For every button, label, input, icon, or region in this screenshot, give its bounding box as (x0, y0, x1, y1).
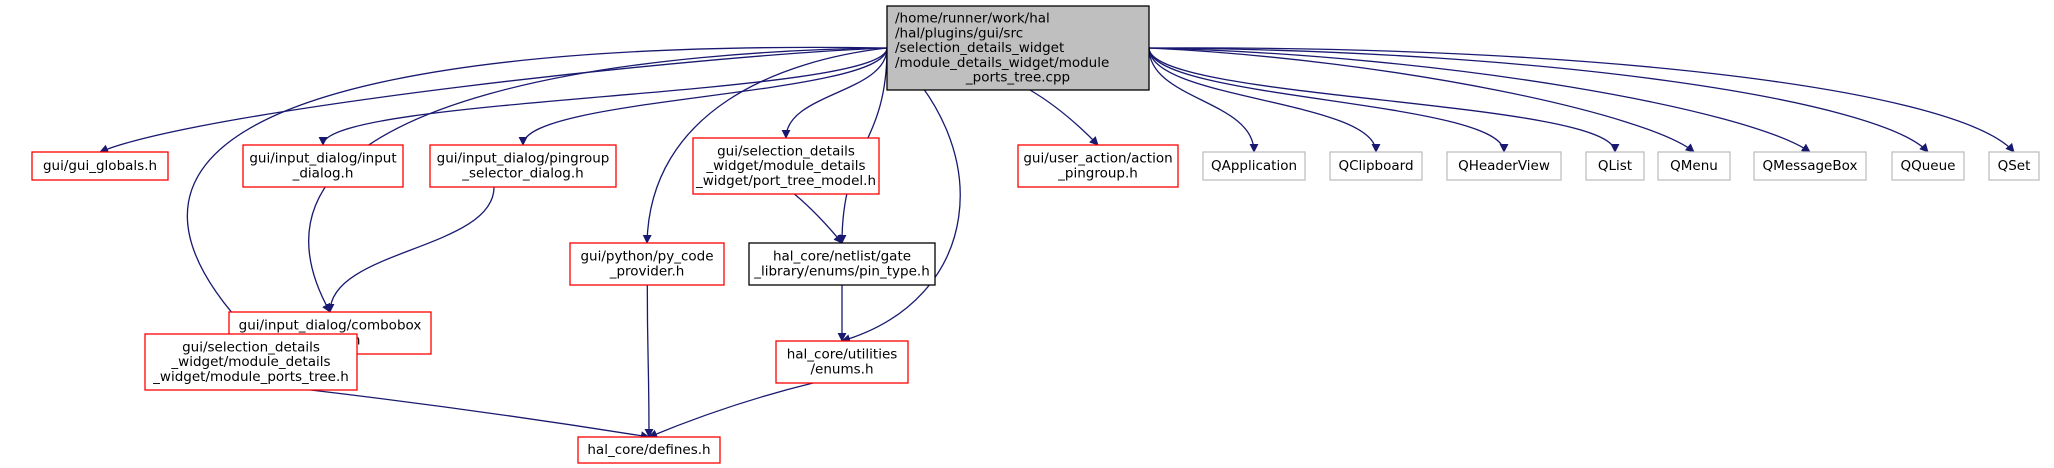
node-label-line: gui/selection_details (182, 339, 320, 355)
edge-root-to-input_dialog (318, 47, 888, 146)
edges-layer (99, 46, 2015, 441)
node-box (1017, 144, 1179, 188)
node-label-line: _provider.h (609, 264, 685, 280)
edge-root-to-port_tree_model (781, 47, 888, 139)
node-gui-globals[interactable]: gui/gui_globals.h (31, 151, 169, 181)
edge-py_code_provider-to-defines (644, 284, 654, 438)
node-label-line: hal_core/utilities (787, 347, 898, 363)
node-label-line: QClipboard (1338, 158, 1413, 174)
node-label-line: _ports_tree.cpp (965, 70, 1070, 86)
node-label-line: QList (1598, 158, 1632, 174)
node-label-line: /module_details_widget/module (895, 55, 1109, 71)
edge-root-to-module_ports_tree_h (186, 46, 888, 335)
node-box (429, 144, 617, 188)
node-qmessagebox[interactable]: QMessageBox (1753, 151, 1867, 181)
node-box (748, 242, 936, 286)
node-label-line: /enums.h (811, 362, 874, 378)
node-label-line: QSet (1998, 158, 2031, 174)
node-pin-type[interactable]: hal_core/netlist/gate_library/enums/pin_… (748, 242, 936, 286)
edge-utilities_enums-to-defines (648, 382, 814, 439)
node-action-pingroup[interactable]: gui/user_action/action_pingroup.h (1017, 144, 1179, 188)
edge-root-to-qqueue (1148, 47, 1929, 153)
node-label-line: gui/selection_details (717, 143, 855, 159)
node-box (1988, 151, 2040, 181)
node-pingroup-selector[interactable]: gui/input_dialog/pingroup_selector_dialo… (429, 144, 617, 188)
edge-root-to-combobox_dialog (308, 47, 888, 313)
node-input-dialog[interactable]: gui/input_dialog/input_dialog.h (242, 144, 404, 188)
node-root[interactable]: /home/runner/work/hal/hal/plugins/gui/sr… (886, 5, 1150, 91)
node-label-line: QMessageBox (1763, 158, 1858, 174)
node-box (1657, 151, 1731, 181)
node-label-line: QApplication (1211, 158, 1297, 174)
node-box (886, 5, 1150, 91)
node-label-line: _widget/port_tree_model.h (695, 173, 876, 189)
node-defines[interactable]: hal_core/defines.h (577, 436, 721, 464)
node-box (1753, 151, 1867, 181)
edge-root-to-qmenu (1148, 47, 1695, 153)
node-label-line: gui/input_dialog/input (249, 151, 396, 167)
node-label-line: _selector_dialog.h (461, 166, 583, 182)
node-port-tree-model[interactable]: gui/selection_details_widget/module_deta… (692, 137, 880, 195)
node-label-line: _widget/module_details (705, 158, 865, 174)
node-label-line: _pingroup.h (1057, 166, 1138, 182)
edge-root-to-qapplication (1148, 47, 1259, 153)
node-qheaderview[interactable]: QHeaderView (1446, 151, 1562, 181)
node-label-line: _widget/module_details (170, 354, 330, 370)
node-box (242, 144, 404, 188)
edge-module_ports_tree_h-to-defines (310, 389, 650, 441)
node-label-line: gui/input_dialog/combobox (239, 318, 422, 334)
edge-root-to-qmessagebox (1148, 47, 1811, 153)
node-box (1891, 151, 1965, 181)
node-py-code-provider[interactable]: gui/python/py_code_provider.h (569, 242, 725, 286)
node-label-line: /home/runner/work/hal (895, 11, 1050, 27)
node-label-line: gui/input_dialog/pingroup (437, 151, 610, 167)
node-qapplication[interactable]: QApplication (1202, 151, 1306, 181)
edge-pingroup_selector-to-combobox_dialog (325, 186, 495, 313)
node-box (1202, 151, 1306, 181)
node-box (569, 242, 725, 286)
node-label-line: hal_core/defines.h (587, 442, 710, 458)
node-label-line: /selection_details_widget (895, 40, 1064, 56)
node-qmenu[interactable]: QMenu (1657, 151, 1731, 181)
edge-root-to-qclipboard (1148, 47, 1381, 153)
node-label-line: QMenu (1670, 158, 1718, 174)
node-label-line: gui/python/py_code (580, 249, 713, 265)
node-label-line: gui/user_action/action (1023, 151, 1172, 167)
node-box (1585, 151, 1645, 181)
edge-port_tree_model-to-pin_type (793, 193, 843, 244)
node-qclipboard[interactable]: QClipboard (1329, 151, 1423, 181)
edge-root-to-qset (1148, 47, 2015, 153)
edge-root-to-pingroup_selector (518, 47, 888, 146)
node-box (577, 436, 721, 464)
node-box (1329, 151, 1423, 181)
node-label-line: _library/enums/pin_type.h (753, 264, 930, 280)
node-qset[interactable]: QSet (1988, 151, 2040, 181)
edge-root-to-py_code_provider (642, 47, 888, 244)
node-label-line: _widget/module_ports_tree.h (152, 369, 349, 385)
node-label-line: _dialog.h (292, 166, 354, 182)
node-qlist[interactable]: QList (1585, 151, 1645, 181)
node-qqueue[interactable]: QQueue (1891, 151, 1965, 181)
nodes-layer: /home/runner/work/hal/hal/plugins/gui/sr… (31, 5, 2040, 464)
node-label-line: gui/gui_globals.h (43, 158, 157, 174)
edge-root-to-utilities_enums (841, 47, 961, 343)
edge-root-to-qlist (1148, 47, 1620, 153)
node-box (692, 137, 880, 195)
node-label-line: QHeaderView (1458, 158, 1550, 174)
edge-root-to-qheaderview (1148, 47, 1509, 153)
node-box (31, 151, 169, 181)
node-box (775, 340, 909, 384)
node-module-ports-tree-h[interactable]: gui/selection_details_widget/module_deta… (144, 333, 358, 391)
node-label-line: QQueue (1901, 158, 1956, 174)
node-box (144, 333, 358, 391)
edge-root-to-gui_globals (99, 47, 888, 154)
node-label-line: hal_core/netlist/gate (773, 249, 911, 265)
node-label-line: /hal/plugins/gui/src (895, 25, 1023, 41)
edge-root-to-action_pingroup (1029, 89, 1099, 146)
node-utilities-enums[interactable]: hal_core/utilities/enums.h (775, 340, 909, 384)
node-box (1446, 151, 1562, 181)
